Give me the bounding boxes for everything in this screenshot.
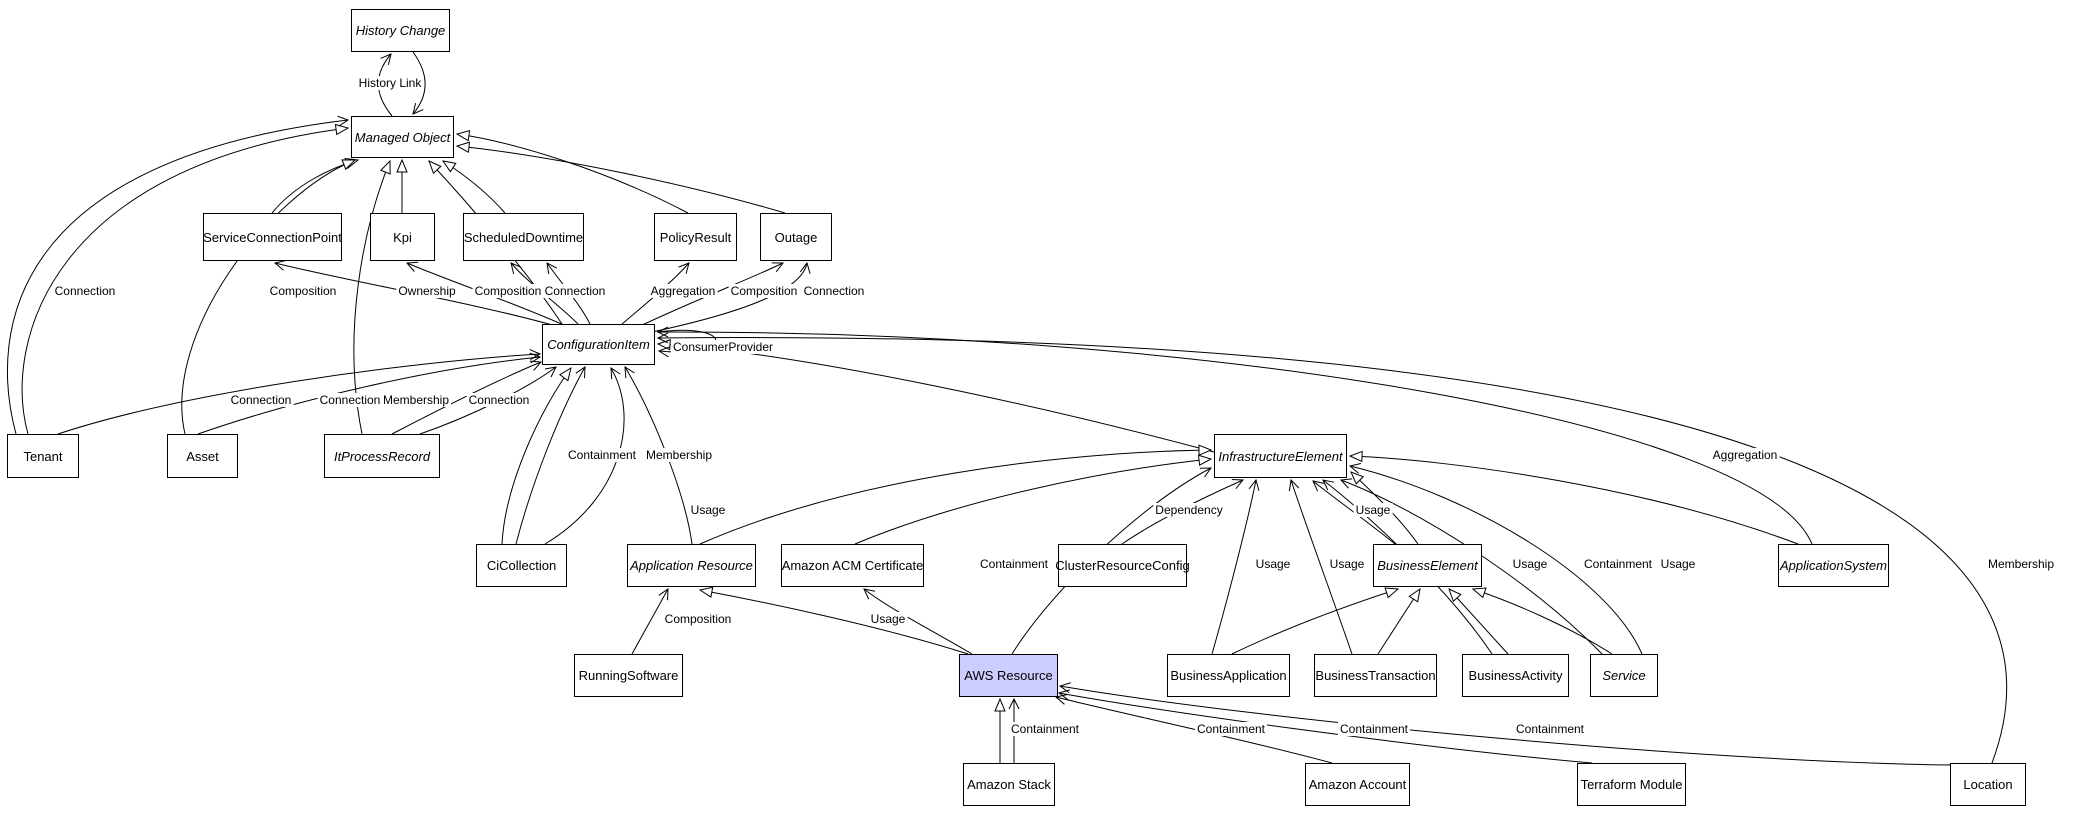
edge-label-amazon-stack--aws-resource: Containment [1008,722,1082,736]
edge-label-business-transaction--infrastructure-element: Usage [1327,557,1367,571]
edge-label-aws-resource--infrastructure-element: Containment [977,557,1051,571]
edge-application-system--infrastructure-element-14 [1350,456,1799,545]
edge-label-business-application--infrastructure-element: Usage [1253,557,1293,571]
edge-business-application--infrastructure-element-42 [1211,480,1256,655]
node-terraform-module[interactable]: Terraform Module [1577,763,1686,806]
edge-label-business-element--infrastructure-element: Usage [1353,503,1393,517]
edge-label-location--configuration-item: Membership [1985,557,2057,571]
edge-outage--managed-object-4 [457,146,786,214]
edge-location--aws-resource-54 [1060,686,1953,766]
edge-running-software--application-resource-49 [631,589,668,655]
edge-label-tenant--configuration-item: Connection [228,393,294,407]
edge-label-ci-collection--configuration-item: Membership [643,448,715,462]
node-asset[interactable]: Asset [167,434,238,478]
edge-terraform-module--aws-resource-53 [1059,693,1593,764]
edge-label-ci-collection--configuration-item: Containment [565,448,639,462]
node-managed-object[interactable]: Managed Object [351,116,454,158]
edge-label-tenant--managed-object: Connection [52,284,118,298]
edge-business-transaction--infrastructure-element-43 [1291,480,1353,655]
node-aws-resource[interactable]: AWS Resource [959,654,1058,697]
edge-service-connection-point--managed-object-0 [271,160,358,214]
node-scheduled-downtime[interactable]: ScheduledDowntime [463,213,584,261]
node-amazon-stack[interactable]: Amazon Stack [963,763,1055,806]
edge-label-configuration-item--kpi: Ownership [396,284,458,298]
edge-label-running-software--application-resource: Composition [662,612,734,626]
edge-label-configuration-item--scheduled-downtime: Composition [472,284,544,298]
edge-label-amazon-account--aws-resource: Containment [1194,722,1268,736]
edge-aws-resource--application-resource-15 [700,590,969,655]
edge-label-configuration-item--configuration-item: ConsumerProvider [670,340,776,354]
edge-amazon-account--aws-resource-52 [1056,697,1333,764]
edge-business-transaction--business-element-17 [1377,589,1420,655]
edge-ci-collection--configuration-item-36 [515,367,585,545]
edge-label-service--infrastructure-element: Usage [1658,557,1698,571]
edge-location--configuration-item-48 [658,338,2008,764]
node-tenant[interactable]: Tenant [7,434,79,478]
node-amazon-account[interactable]: Amazon Account [1305,763,1410,806]
edge-label-configuration-item--scheduled-downtime: Connection [542,284,608,298]
node-history-change[interactable]: History Change [351,9,450,52]
node-service-connection-point[interactable]: ServiceConnectionPoint [203,213,342,261]
node-kpi[interactable]: Kpi [370,213,435,261]
node-service[interactable]: Service [1590,654,1658,697]
edge-label-configuration-item--policy-result: Aggregation [648,284,718,298]
edge-label-configuration-item--service-connection-point: Composition [267,284,339,298]
edges-group [7,51,2008,766]
node-it-process-record[interactable]: ItProcessRecord [324,434,440,478]
node-application-system[interactable]: ApplicationSystem [1778,544,1889,587]
edge-tenant--managed-object-32 [7,120,348,435]
node-infrastructure-element[interactable]: InfrastructureElement [1214,434,1347,478]
edge-asset--configuration-item-33 [197,357,540,435]
edge-service--business-element-19 [1473,589,1613,655]
edge-asset--managed-object-7 [181,160,355,435]
node-business-element[interactable]: BusinessElement [1373,544,1482,587]
edge-label-aws-resource--amazon-acm-certificate: Usage [868,612,908,626]
edge-label-location--aws-resource: Containment [1513,722,1587,736]
edge-label-cluster-resource-config--infrastructure-element: Dependency [1153,503,1225,517]
edge-label-it-process-record--configuration-item: Connection [466,393,532,407]
edge-amazon-acm-certificate--infrastructure-element-12 [854,459,1211,545]
edge-business-activity--business-element-18 [1449,589,1509,655]
edge-label-it-process-record--configuration-item: Membership [380,393,452,407]
edge-label-configuration-item--outage: Connection [801,284,867,298]
edge-policy-result--managed-object-3 [457,134,689,214]
edge-service--infrastructure-element-46 [1350,466,1643,655]
edge-business-element--infrastructure-element-40 [1313,481,1396,545]
edge-application-resource--infrastructure-element-11 [699,450,1211,545]
node-configuration-item[interactable]: ConfigurationItem [542,324,655,365]
edge-label-configuration-item--outage: Composition [728,284,800,298]
node-location[interactable]: Location [1950,763,2026,806]
edge-scheduled-downtime--managed-object-2 [443,161,506,214]
edge-label-terraform-module--aws-resource: Containment [1337,722,1411,736]
edge-business-application--business-element-16 [1231,589,1398,655]
edge-configuration-item--outage-29 [651,263,807,333]
edge-infrastructure-element--configuration-item-10 [658,344,1215,453]
edge-label-business-activity--infrastructure-element: Usage [1510,557,1550,571]
edge-label-service--infrastructure-element: Containment [1581,557,1655,571]
edge-history-change--managed-object-22 [413,51,426,114]
edge-application-system--configuration-item-47 [658,332,1813,545]
node-business-activity[interactable]: BusinessActivity [1462,654,1569,697]
node-ci-collection[interactable]: CiCollection [476,544,567,587]
edge-aws-resource--amazon-acm-certificate-50 [864,589,973,655]
edge-label-application-resource--configuration-item: Usage [688,503,728,517]
edge-label-managed-object--history-change: History Link [356,76,424,90]
node-cluster-resource-config[interactable]: ClusterResourceConfig [1055,544,1190,587]
edge-label-application-system--configuration-item: Aggregation [1710,448,1780,462]
node-outage[interactable]: Outage [760,213,832,261]
node-application-resource[interactable]: Application Resource [627,544,756,587]
edge-configuration-item--outage-28 [639,263,783,327]
edge-ci-collection--configuration-item-9 [501,368,571,545]
edge-tenant--managed-object-6 [21,128,348,435]
edge-label-asset--configuration-item: Connection [317,393,383,407]
node-policy-result[interactable]: PolicyResult [654,213,737,261]
edge-tenant--configuration-item-31 [57,354,540,435]
node-business-transaction[interactable]: BusinessTransaction [1314,654,1437,697]
node-amazon-acm-certificate[interactable]: Amazon ACM Certificate [781,544,924,587]
node-business-application[interactable]: BusinessApplication [1167,654,1290,697]
node-running-software[interactable]: RunningSoftware [574,654,683,697]
